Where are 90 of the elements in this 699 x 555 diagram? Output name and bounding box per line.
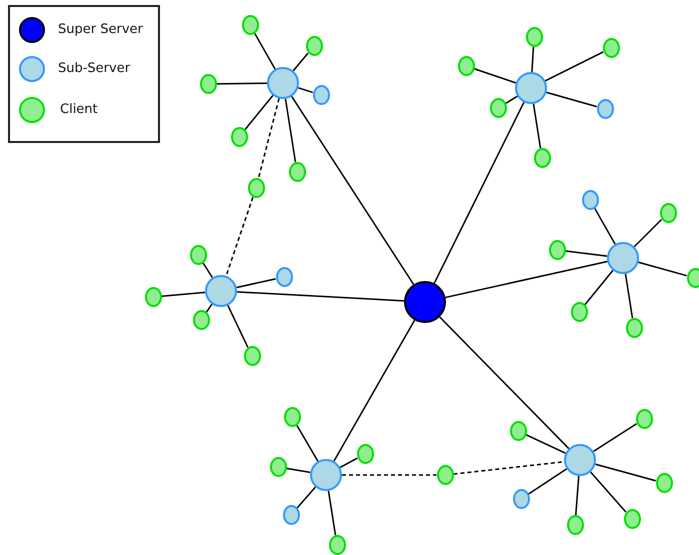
client-node <box>660 203 676 223</box>
client-node <box>288 162 306 182</box>
client-node <box>624 509 640 529</box>
connector-line <box>284 98 296 162</box>
connector-line <box>296 486 316 509</box>
dashed-connector <box>258 98 280 179</box>
legend-label: Sub-Server <box>58 61 130 76</box>
super-server-node <box>404 281 446 323</box>
connector-line <box>531 46 534 72</box>
connector-line <box>584 270 614 306</box>
connector-line <box>296 424 319 462</box>
sub-server-node <box>596 99 614 119</box>
client-node <box>328 535 346 555</box>
connector-line <box>434 102 525 284</box>
client-node <box>570 302 588 322</box>
connector-line <box>202 262 214 278</box>
connector-line <box>206 304 213 313</box>
connector-line <box>526 434 566 454</box>
connector-line <box>546 92 597 108</box>
connector-line <box>161 292 206 297</box>
client-node <box>686 268 699 288</box>
connector-line <box>298 87 314 94</box>
client-node <box>200 74 216 94</box>
connector-line <box>445 260 608 298</box>
connector-line <box>439 316 570 450</box>
client-node <box>458 56 474 76</box>
client-node <box>626 318 642 338</box>
connector-line <box>575 476 580 516</box>
dashed-connector <box>225 197 254 276</box>
client-node <box>356 444 374 464</box>
connector-line <box>244 94 274 130</box>
dashed-connector <box>453 461 564 475</box>
legend-label: Super Server <box>58 22 143 37</box>
client-node <box>270 457 286 477</box>
connector-line <box>286 468 310 474</box>
connector-line <box>593 423 637 452</box>
sub-server-node <box>515 72 547 104</box>
connector-line <box>544 51 604 82</box>
connector-line <box>236 291 404 302</box>
connector-line <box>292 52 309 72</box>
client-node <box>192 310 210 330</box>
connector-line <box>227 305 249 348</box>
sub-server-node <box>310 459 342 491</box>
connector-line <box>590 472 626 513</box>
connector-line <box>532 104 542 148</box>
connector-line <box>624 274 634 318</box>
connector-line <box>291 96 414 285</box>
sub-server-node <box>512 489 530 509</box>
connector-line <box>634 218 662 248</box>
sub-server-node <box>607 242 639 274</box>
client-node <box>436 465 454 485</box>
legend-label: Client <box>60 102 98 117</box>
client-node <box>566 515 584 535</box>
connector-line <box>565 250 608 257</box>
connector-line <box>216 82 268 85</box>
connector-line <box>236 278 276 288</box>
connector-line <box>333 320 416 462</box>
sub-server-node <box>267 67 299 99</box>
client-node <box>284 407 300 427</box>
client-node <box>244 346 260 366</box>
client-node <box>248 178 264 198</box>
sub-server-node <box>205 275 237 307</box>
client-node <box>656 473 672 493</box>
client-node <box>190 245 206 265</box>
sub-server-node <box>564 444 596 476</box>
connector-line <box>254 32 276 70</box>
client-node <box>548 240 566 260</box>
sub-server-node <box>582 190 598 210</box>
client-node <box>510 421 526 441</box>
client-node <box>306 36 322 56</box>
client-node <box>490 98 506 118</box>
client-node <box>230 127 248 147</box>
sub-server-node <box>282 505 300 525</box>
connector-line <box>594 208 616 244</box>
dashed-connector <box>342 474 436 476</box>
connector-line <box>340 458 358 468</box>
connector-line <box>528 468 568 495</box>
client-node <box>242 15 258 35</box>
client-node <box>144 287 162 307</box>
sub-server-node <box>312 85 330 105</box>
connector-line <box>638 262 687 276</box>
connector-line <box>474 68 516 84</box>
connector-line <box>505 96 518 104</box>
client-node <box>534 148 550 168</box>
client-node <box>636 409 652 429</box>
connector-line <box>595 464 656 482</box>
sub-server-node <box>276 267 292 287</box>
client-node <box>526 27 542 47</box>
client-node <box>602 38 620 58</box>
connector-line <box>328 490 336 536</box>
